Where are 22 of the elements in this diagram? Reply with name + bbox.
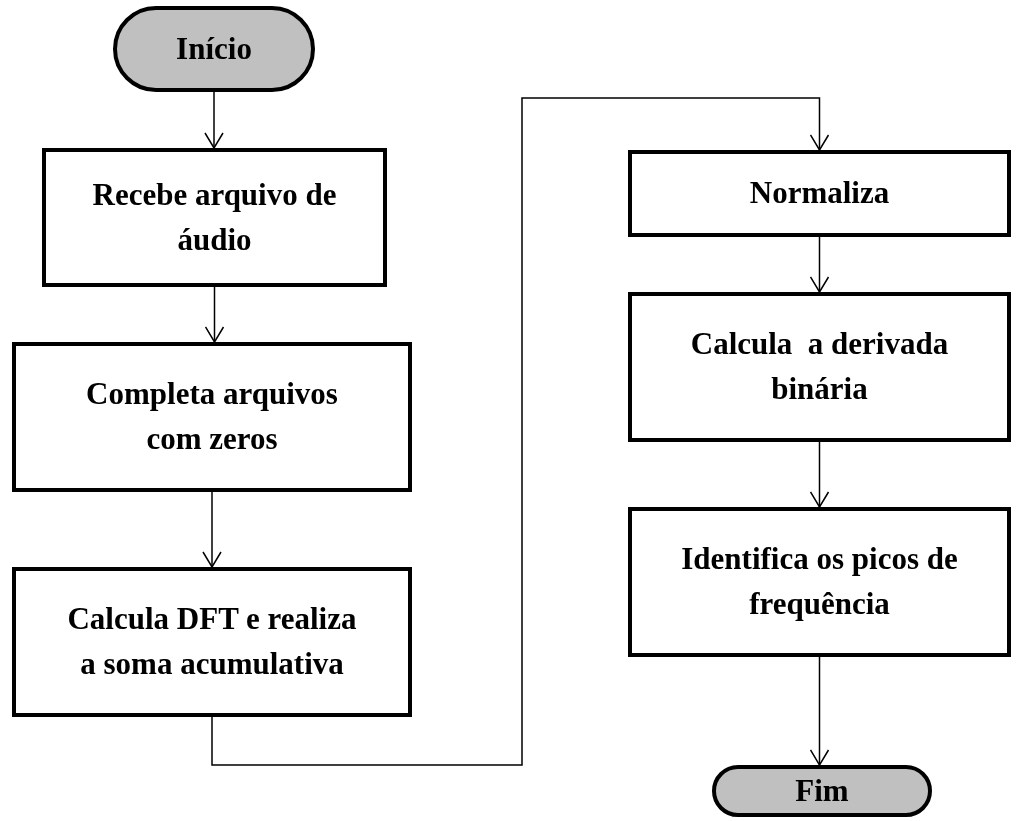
arrow bbox=[204, 286, 225, 343]
process-box bbox=[12, 567, 412, 717]
node-label: Identifica os picos de frequência bbox=[680, 540, 959, 623]
terminal-shape bbox=[712, 765, 932, 817]
node-label: Normaliza bbox=[749, 174, 890, 213]
node-label: Calcula a derivada binária bbox=[689, 325, 950, 408]
node-label: Calcula DFT e realiza a soma acumulativa bbox=[66, 600, 358, 683]
node-label: Recebe arquivo de áudio bbox=[91, 175, 338, 259]
arrow bbox=[809, 656, 830, 766]
process-box bbox=[42, 148, 387, 287]
process-box bbox=[628, 150, 1011, 237]
arrow bbox=[211, 97, 830, 766]
arrow bbox=[809, 441, 830, 508]
arrow bbox=[809, 236, 830, 293]
process-box bbox=[12, 342, 412, 492]
node-label: Completa arquivos com zeros bbox=[85, 375, 339, 458]
arrow bbox=[204, 91, 224, 149]
node-label: Início bbox=[176, 29, 252, 68]
process-box bbox=[628, 507, 1011, 657]
arrow bbox=[202, 491, 222, 568]
node-label: Fim bbox=[795, 771, 849, 810]
process-box bbox=[628, 292, 1011, 442]
